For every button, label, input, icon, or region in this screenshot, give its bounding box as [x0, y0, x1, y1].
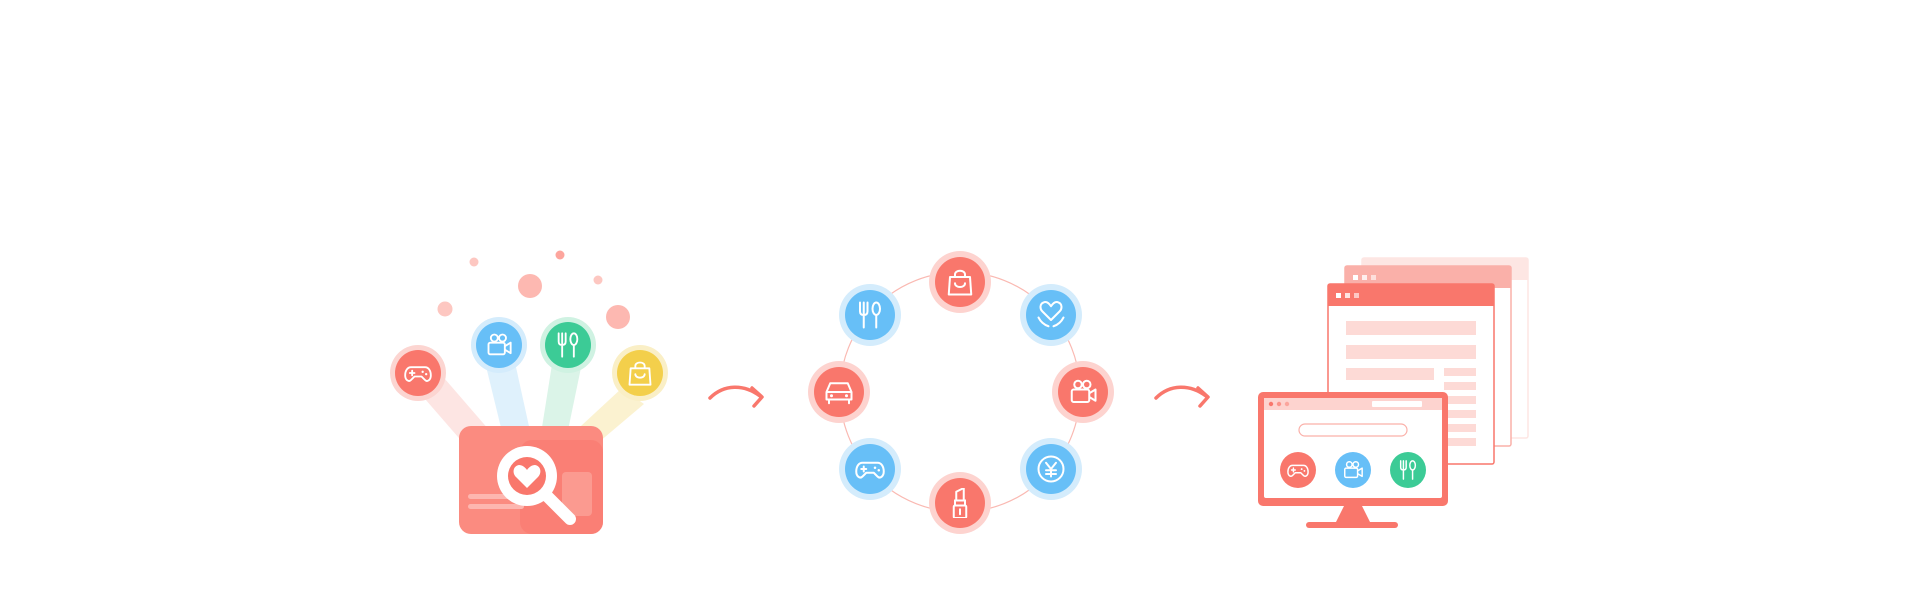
floating-dot: [518, 274, 542, 298]
lipstick-icon: [929, 472, 991, 534]
heart-magnifier-icon: [497, 446, 576, 525]
fork-spoon-icon: [540, 317, 596, 373]
floating-dot: [593, 275, 603, 285]
fork-spoon-icon: [1390, 452, 1426, 488]
video-camera-icon: [471, 317, 527, 373]
beam-green: [540, 358, 583, 440]
curved-arrow-icon: [1154, 385, 1210, 408]
floating-dot: [555, 250, 565, 260]
video-camera-icon: [1052, 361, 1114, 423]
gamepad-icon: [1280, 452, 1316, 488]
shopping-bag-icon: [612, 345, 668, 401]
curved-arrow-icon: [708, 385, 764, 408]
yen-icon: [1020, 438, 1082, 500]
gamepad-icon: [839, 438, 901, 500]
floating-dot: [606, 305, 630, 329]
stage-interest-capture: [390, 250, 668, 534]
search-bar: [1298, 423, 1408, 437]
car-icon: [808, 361, 870, 423]
fork-spoon-icon: [839, 284, 901, 346]
shopping-bag-icon: [929, 251, 991, 313]
beam-blue: [484, 358, 532, 440]
floating-dot: [437, 301, 453, 317]
floating-dot: [469, 257, 479, 267]
stage-interest-ring: [808, 251, 1114, 534]
video-camera-icon: [1335, 452, 1371, 488]
stage-personalized-pages: [1258, 257, 1529, 528]
heart-hands-icon: [1020, 284, 1082, 346]
gamepad-icon: [390, 345, 446, 401]
